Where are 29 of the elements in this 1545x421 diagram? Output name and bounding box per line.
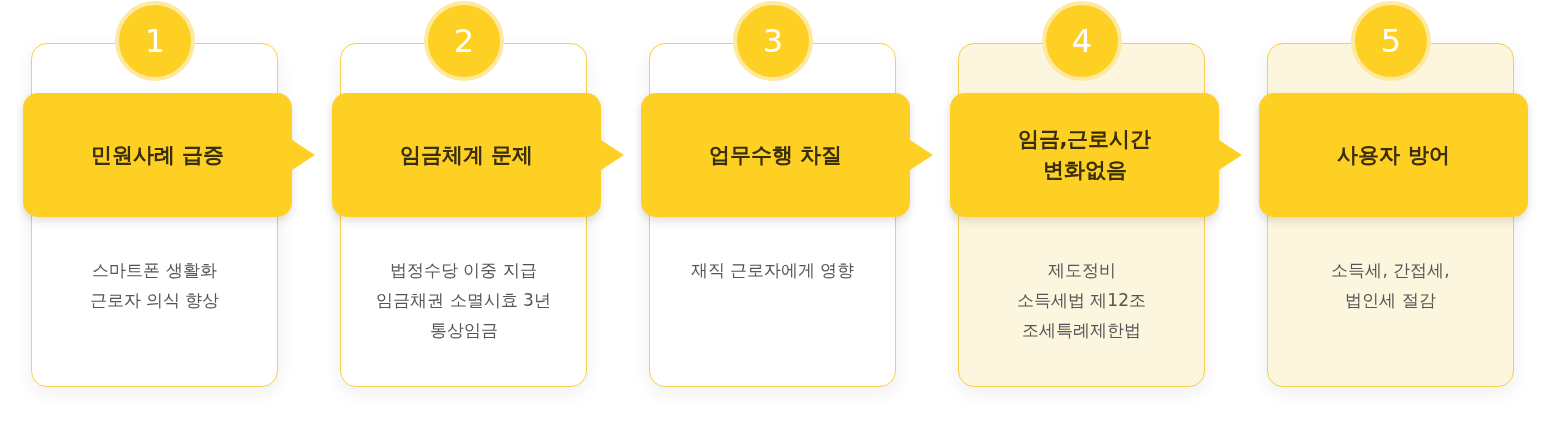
step-description: 조세특례제한법 bbox=[1022, 319, 1141, 342]
arrow bbox=[910, 140, 933, 170]
step-header bbox=[1259, 93, 1528, 217]
step-description: 제도정비 bbox=[1047, 259, 1116, 282]
step-title: 사용자 방어 bbox=[1337, 141, 1450, 169]
step-header bbox=[23, 93, 292, 217]
arrow bbox=[292, 140, 315, 170]
step-description: 소득세법 제12조 bbox=[1016, 289, 1146, 312]
step-title: 임금체계 문제 bbox=[399, 141, 534, 169]
step-header bbox=[641, 93, 910, 217]
step-description: 스마트폰 생활화 bbox=[92, 259, 217, 282]
step-number: 1 bbox=[144, 23, 166, 59]
step-number: 2 bbox=[453, 23, 475, 59]
step-description: 법정수당 이중 지급 bbox=[390, 259, 537, 282]
step-description: 재직 근로자에게 영향 bbox=[690, 259, 855, 282]
step-description: 통상임금 bbox=[429, 319, 498, 342]
step-number: 3 bbox=[762, 23, 784, 59]
step-title: 임금,근로시간 변화없음 bbox=[1016, 126, 1153, 184]
step-description: 임금채권 소멸시효 3년 bbox=[376, 289, 551, 312]
step-number: 5 bbox=[1380, 23, 1402, 59]
arrow bbox=[1219, 140, 1242, 170]
step-description: 소득세, 간접세, 법인세 절감 bbox=[1330, 259, 1451, 312]
step-title: 업무수행 차질 bbox=[708, 141, 843, 169]
step-title: 민원사례 급증 bbox=[90, 141, 225, 169]
step-number: 4 bbox=[1071, 23, 1093, 59]
arrow bbox=[601, 140, 624, 170]
step-description: 근로자 의식 향상 bbox=[89, 289, 220, 312]
step-header bbox=[950, 93, 1219, 217]
step-header bbox=[332, 93, 601, 217]
